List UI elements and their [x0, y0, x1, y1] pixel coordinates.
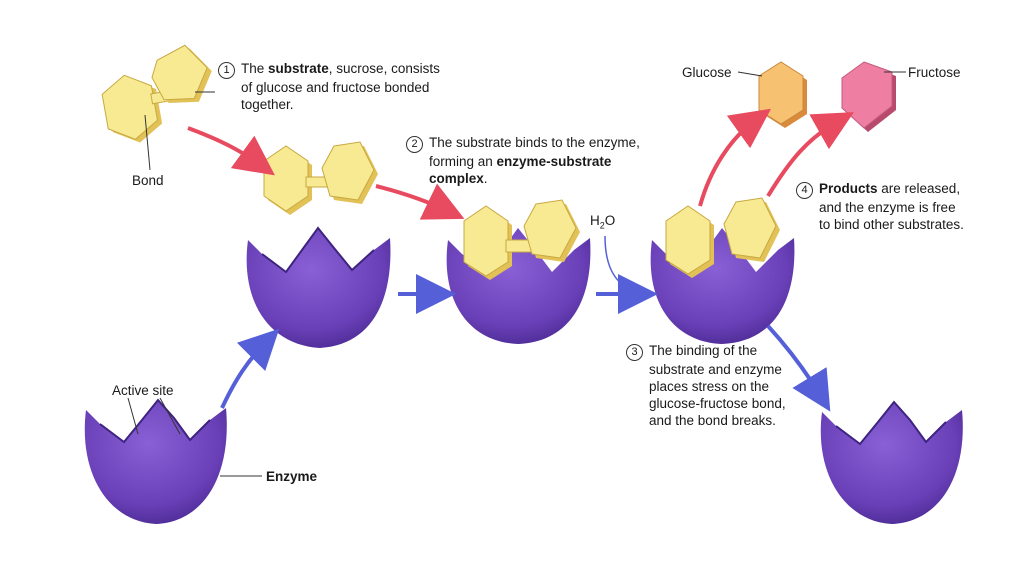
arrow-free-enzyme-up	[220, 328, 280, 409]
arrow-fructose-release	[766, 112, 854, 198]
enzyme-1	[246, 226, 391, 348]
products-term: Products	[819, 181, 878, 196]
enzyme-substrate-complex	[446, 199, 591, 344]
bond-pointer	[144, 114, 151, 171]
active-site-pointer-right	[159, 397, 181, 435]
substrate-term: substrate	[268, 61, 329, 76]
arrow-glucose-release	[698, 108, 772, 207]
step2-number: 2	[406, 136, 423, 153]
step4-number: 4	[796, 182, 813, 199]
step3-number: 3	[626, 344, 643, 361]
active-site-label: Active site	[112, 383, 174, 398]
arrow-substrate-to-enzyme	[187, 126, 275, 176]
bond-label: Bond	[132, 173, 164, 188]
enzyme-substrate-term: enzyme-substrate	[496, 154, 612, 169]
glucose-pointer	[737, 71, 763, 77]
arrow-water-in	[604, 235, 634, 293]
enzyme-free-bottom-left	[84, 398, 227, 524]
glucose-label: Glucose	[682, 65, 732, 80]
enzyme-products-splitting	[650, 197, 795, 344]
active-site-pointer-left	[127, 397, 139, 435]
glucose-product	[758, 61, 807, 128]
sucrose-substrate-approaching	[263, 141, 378, 215]
arrow-substrate-to-complex	[375, 183, 465, 220]
enzyme-label: Enzyme	[266, 469, 318, 484]
enzyme-released-bottom-right	[820, 400, 963, 524]
step1-number: 1	[218, 62, 235, 79]
complex-term: complex	[429, 171, 484, 186]
fructose-label: Fructose	[908, 65, 961, 80]
arrow-enzyme-release	[766, 324, 831, 412]
fructose-product	[841, 61, 896, 132]
sucrose-substrate-free	[101, 44, 212, 143]
water-label: H2O	[590, 213, 616, 231]
